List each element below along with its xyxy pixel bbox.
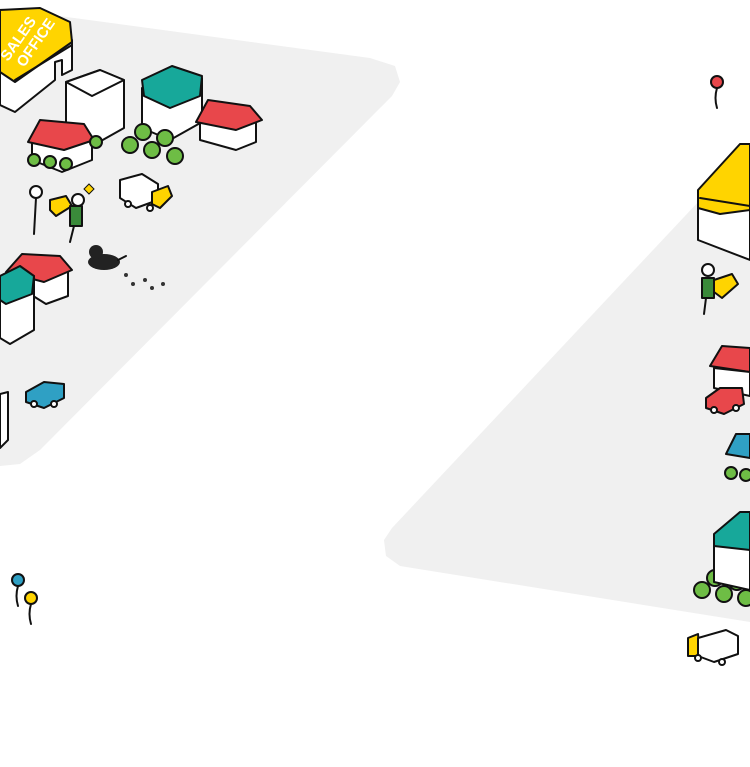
house-red-2 [195,99,263,151]
house-blue-right [725,433,750,459]
car-red [705,387,745,415]
building-teal [141,65,203,141]
building-yellow-right [697,143,750,261]
building-teal-right [713,511,750,591]
building-teal-2 [0,265,35,345]
ground-platform-right [384,150,750,622]
paw-prints [124,273,165,290]
sales-office-building: SALES OFFICE [0,7,73,113]
delivery-truck-2 [687,629,739,666]
delivery-person-right [701,263,739,315]
delivery-truck-1 [119,173,173,212]
balloon-red [710,75,724,109]
building-white-2 [0,391,9,449]
balloon-blue [11,573,25,607]
black-cat [88,245,127,270]
car-blue [25,381,65,409]
people-handing-box [29,183,95,243]
balloon-yellow [24,591,38,625]
